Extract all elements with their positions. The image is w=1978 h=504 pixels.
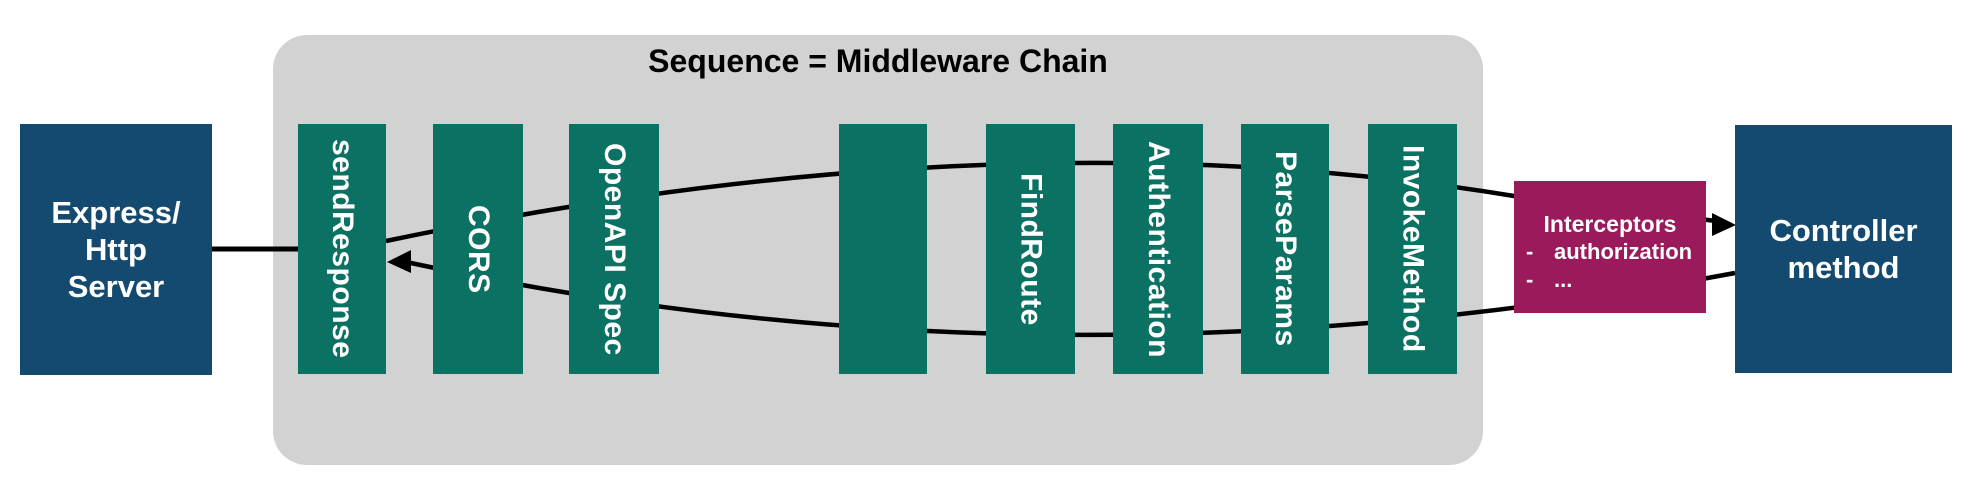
middleware-label: OpenAPI Spec [598,142,631,356]
arrowhead-into-controller [1712,213,1736,236]
middleware-unnamed [839,124,927,374]
express-http-server-box: Express/ Http Server [20,124,212,375]
middleware-authentication: Authentication [1113,124,1203,374]
middleware-parseparams: ParseParams [1241,124,1329,374]
middleware-openapi-spec: OpenAPI Spec [569,124,659,374]
interceptors-bullet-ellipsis: - ... [1514,266,1706,294]
middleware-cors: CORS [433,124,523,374]
middleware-label: InvokeMethod [1396,145,1430,353]
interceptors-title: Interceptors [1543,211,1677,237]
interceptors-bullet-authorization: - authorization [1514,238,1706,266]
middleware-label: Authentication [1142,140,1175,358]
middleware-label: CORS [462,204,495,294]
middleware-findroute: FindRoute [986,124,1075,374]
diagram-title: Sequence = Middleware Chain [648,43,1108,79]
express-http-server-label: Express/ Http Server [51,195,181,304]
bullet-dash: - [1526,267,1534,292]
middleware-sendresponse: sendResponse [298,124,386,374]
arrowhead-into-sendresponse [387,250,411,273]
middleware-label: sendResponse [326,139,359,359]
bullet-dash: - [1526,239,1534,264]
bullet-text: authorization [1554,239,1693,264]
middleware-label: FindRoute [1014,172,1048,326]
bullet-text: ... [1554,267,1573,292]
controller-method-label: Controller method [1769,213,1918,285]
middleware-invokemethod: InvokeMethod [1368,124,1457,374]
controller-method-box: Controller method [1735,125,1952,373]
middleware-label: ParseParams [1269,151,1302,347]
interceptors-box: Interceptors - authorization - ... [1514,181,1706,313]
